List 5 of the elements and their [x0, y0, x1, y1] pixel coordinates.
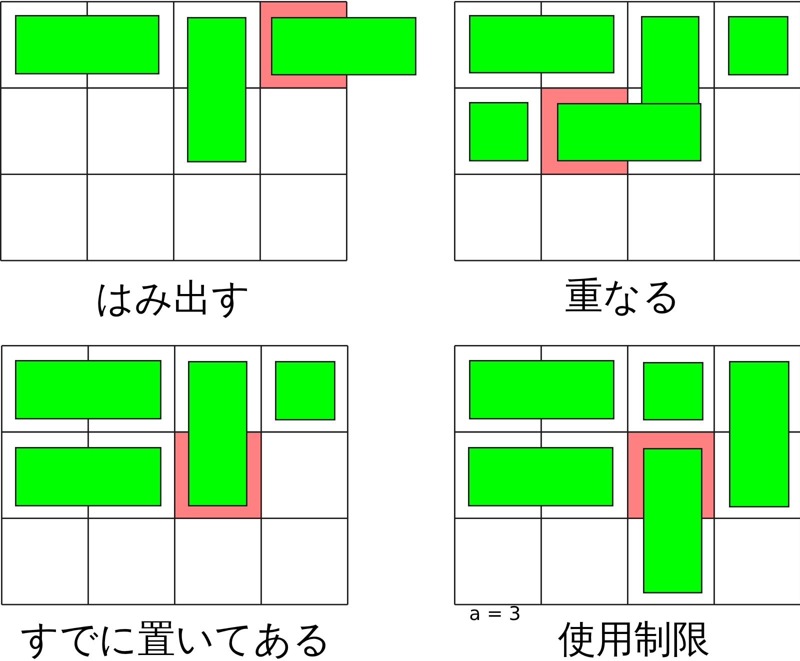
- panel-caption: はみ出す: [96, 278, 250, 320]
- panel-caption: 使用制限: [558, 619, 710, 661]
- parameter-note: a = 3: [469, 604, 521, 625]
- panel-caption: すでに置いてある: [20, 619, 332, 661]
- panel-caption: 重なる: [565, 276, 681, 318]
